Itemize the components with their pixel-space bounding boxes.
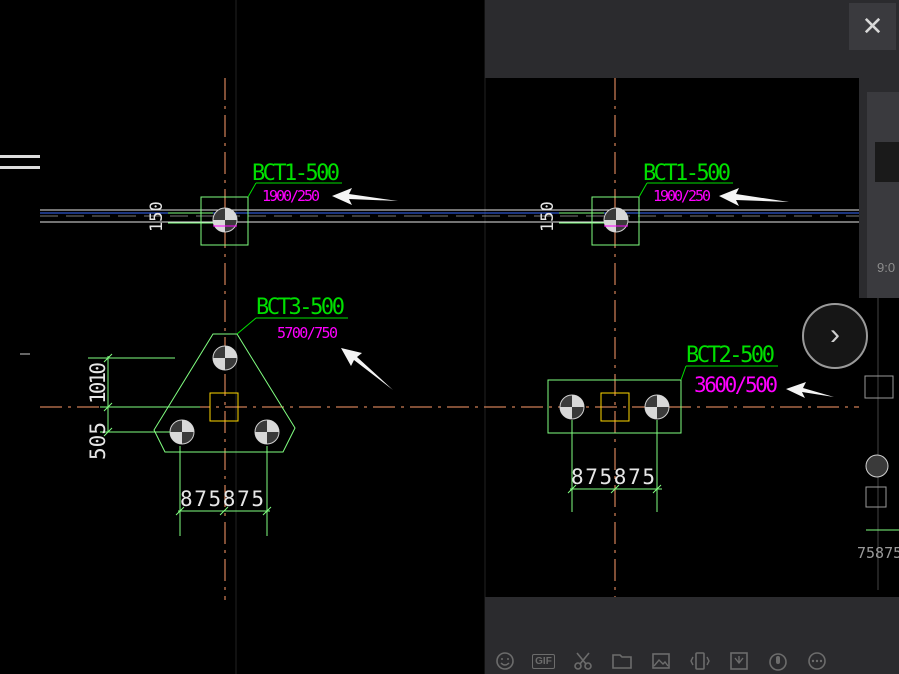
pile3-dim-b: 505 — [86, 422, 110, 460]
pile4-code: BCT2-500 — [686, 343, 775, 368]
pile4-spec: 3600/500 — [694, 373, 778, 397]
image-button[interactable] — [641, 649, 680, 673]
folder-icon — [611, 654, 632, 669]
more-button[interactable] — [797, 649, 836, 673]
pile-cap-bct2 — [547, 365, 778, 512]
pile3-dim-a: 1010 — [86, 362, 110, 404]
screenshot-button[interactable] — [563, 649, 602, 673]
pile3-dim-c: 875875 — [180, 487, 264, 511]
emoji-icon — [495, 652, 514, 670]
vibrate-icon — [689, 652, 710, 670]
side-preview-panel: 9:0 — [859, 78, 899, 298]
pile1-code: BCT1-500 — [252, 161, 340, 186]
pile2-code: BCT1-500 — [643, 161, 731, 186]
pile-cap-bct1-left — [168, 182, 342, 246]
shake-button[interactable] — [680, 649, 719, 673]
pile-cap-bct3 — [88, 317, 348, 536]
pile4-arrow — [786, 382, 834, 398]
pile1-arrow — [332, 188, 398, 205]
scissors-icon — [573, 652, 592, 670]
download-button[interactable] — [719, 649, 758, 673]
pile-cap-bct1-right — [559, 182, 733, 246]
pile1-dim: 150 — [147, 201, 167, 232]
chat-thumbnail[interactable] — [867, 92, 899, 298]
pile3-arrow — [341, 348, 393, 390]
file-button[interactable] — [602, 649, 641, 673]
download-icon — [729, 652, 748, 670]
chat-toolbar: GIF — [485, 649, 836, 673]
gif-icon: GIF — [532, 653, 555, 669]
voice-icon — [768, 653, 787, 671]
pile1-spec: 1900/250 — [262, 187, 320, 205]
chat-input-panel: GIF — [485, 597, 899, 674]
more-icon — [807, 652, 826, 670]
pile3-code: BCT3-500 — [256, 295, 345, 320]
emoji-button[interactable] — [485, 649, 524, 673]
image-icon — [651, 653, 670, 669]
gif-button[interactable]: GIF — [524, 649, 563, 673]
pile2-arrow — [719, 188, 789, 206]
viewer-top-panel — [485, 0, 899, 78]
pile3-spec: 5700/750 — [277, 324, 338, 342]
pile4-dim-c: 875875 — [571, 465, 655, 489]
side-timestamp: 9:0 — [877, 260, 896, 275]
voice-button[interactable] — [758, 649, 797, 673]
pile2-dim: 150 — [538, 201, 558, 232]
close-button[interactable]: ✕ — [849, 3, 896, 50]
thumbnail-image — [875, 142, 899, 182]
pile2-spec: 1900/250 — [653, 187, 711, 205]
edge-text: 75875 — [857, 544, 899, 562]
next-image-button[interactable]: › — [802, 303, 868, 369]
